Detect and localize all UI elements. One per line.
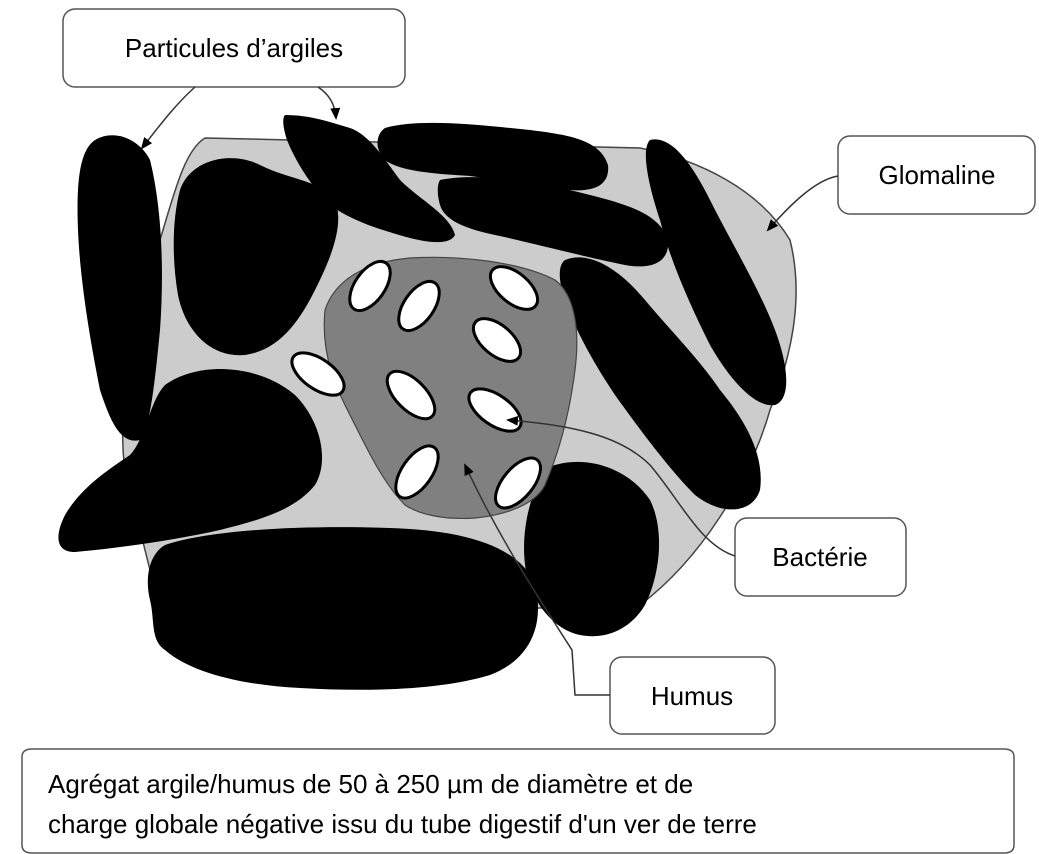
caption-line-1: Agrégat argile/humus de 50 à 250 µm de d… [48, 769, 693, 799]
callout-label: Bactérie [772, 542, 867, 572]
caption-banner: Agrégat argile/humus de 50 à 250 µm de d… [22, 749, 1014, 853]
clay-particle-left [78, 135, 162, 440]
callout-clay-particles: Particules d’argiles [63, 9, 405, 148]
leader-arrow [142, 87, 195, 148]
callout-label: Glomaline [878, 160, 995, 190]
clay-particle-lower-right [524, 462, 659, 636]
leader-arrow [318, 87, 336, 118]
caption-line-2: charge globale négative issu du tube dig… [48, 809, 757, 839]
callout-label: Humus [651, 681, 733, 711]
callout-label: Particules d’argiles [125, 33, 343, 63]
callout-glomalin: Glomaline [768, 136, 1035, 230]
clay-particle-bottom-large [148, 527, 538, 690]
leader-arrow [768, 176, 838, 230]
